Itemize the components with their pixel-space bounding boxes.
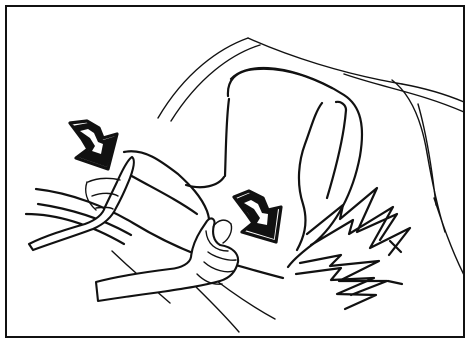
push-arrow-right (234, 191, 281, 242)
impact-lightning (296, 188, 410, 309)
push-arrow-left (70, 121, 117, 169)
seat-cushion (26, 151, 283, 332)
left-hand (29, 157, 134, 250)
right-hand (96, 218, 238, 301)
